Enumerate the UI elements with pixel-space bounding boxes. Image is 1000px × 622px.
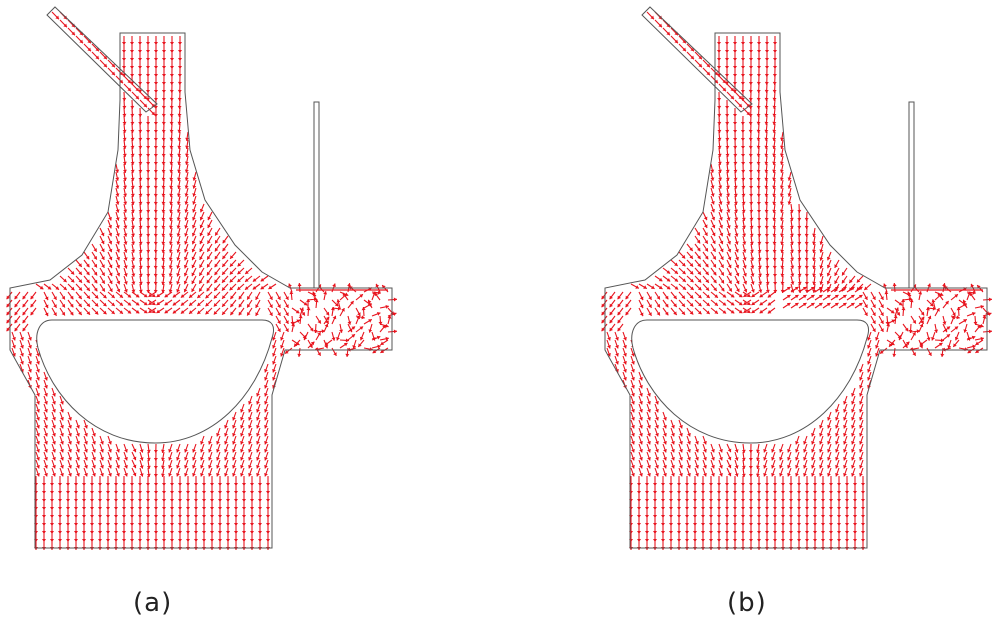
panel-b-caption: (b) bbox=[727, 588, 767, 618]
vector-field-panel-a bbox=[6, 6, 398, 551]
vector-shafts bbox=[6, 11, 398, 550]
half-disc-obstacle bbox=[631, 319, 870, 444]
inlet-pipe-outline bbox=[46, 6, 158, 113]
half-disc-obstacle bbox=[36, 319, 275, 444]
velocity-vectors bbox=[601, 11, 993, 551]
vector-field-panel-b bbox=[601, 6, 993, 551]
domain-outline bbox=[9, 32, 393, 549]
vector-heads bbox=[601, 15, 992, 551]
panel-a-caption: (a) bbox=[133, 588, 173, 618]
inlet-pipe-outline bbox=[641, 6, 753, 113]
vector-shafts bbox=[601, 11, 993, 550]
vertical-probe-rod bbox=[908, 101, 915, 289]
vertical-probe-rod bbox=[313, 101, 320, 289]
domain-outline bbox=[604, 32, 988, 549]
vector-heads bbox=[6, 15, 397, 551]
velocity-vectors bbox=[6, 11, 398, 551]
